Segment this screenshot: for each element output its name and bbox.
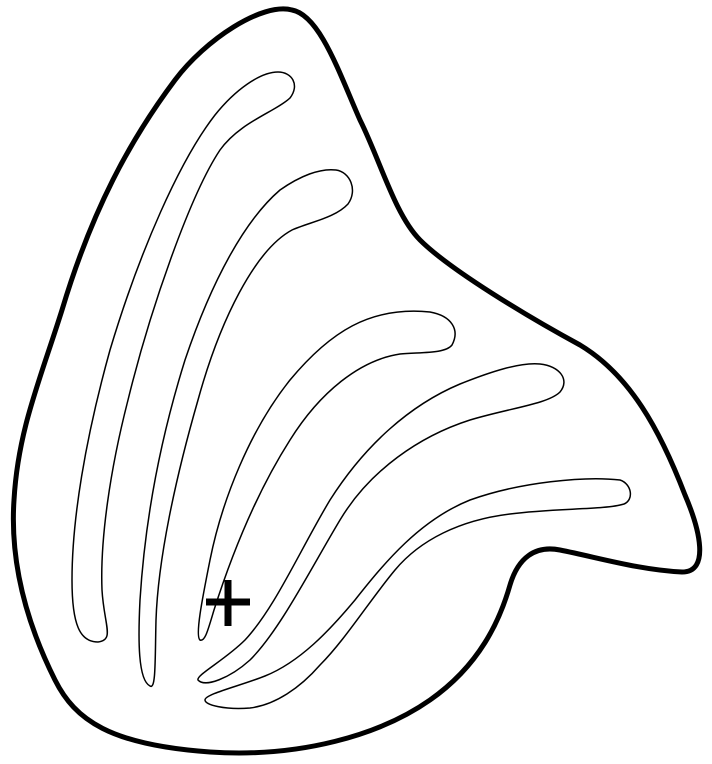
rib-groove-3 <box>198 311 455 640</box>
leaf-outline <box>13 9 699 753</box>
rib-groove-4 <box>198 364 564 683</box>
plus-marker <box>206 580 250 626</box>
rib-groove-1 <box>72 72 294 642</box>
rib-groove-5 <box>205 479 630 709</box>
rib-groove-2 <box>139 170 352 687</box>
